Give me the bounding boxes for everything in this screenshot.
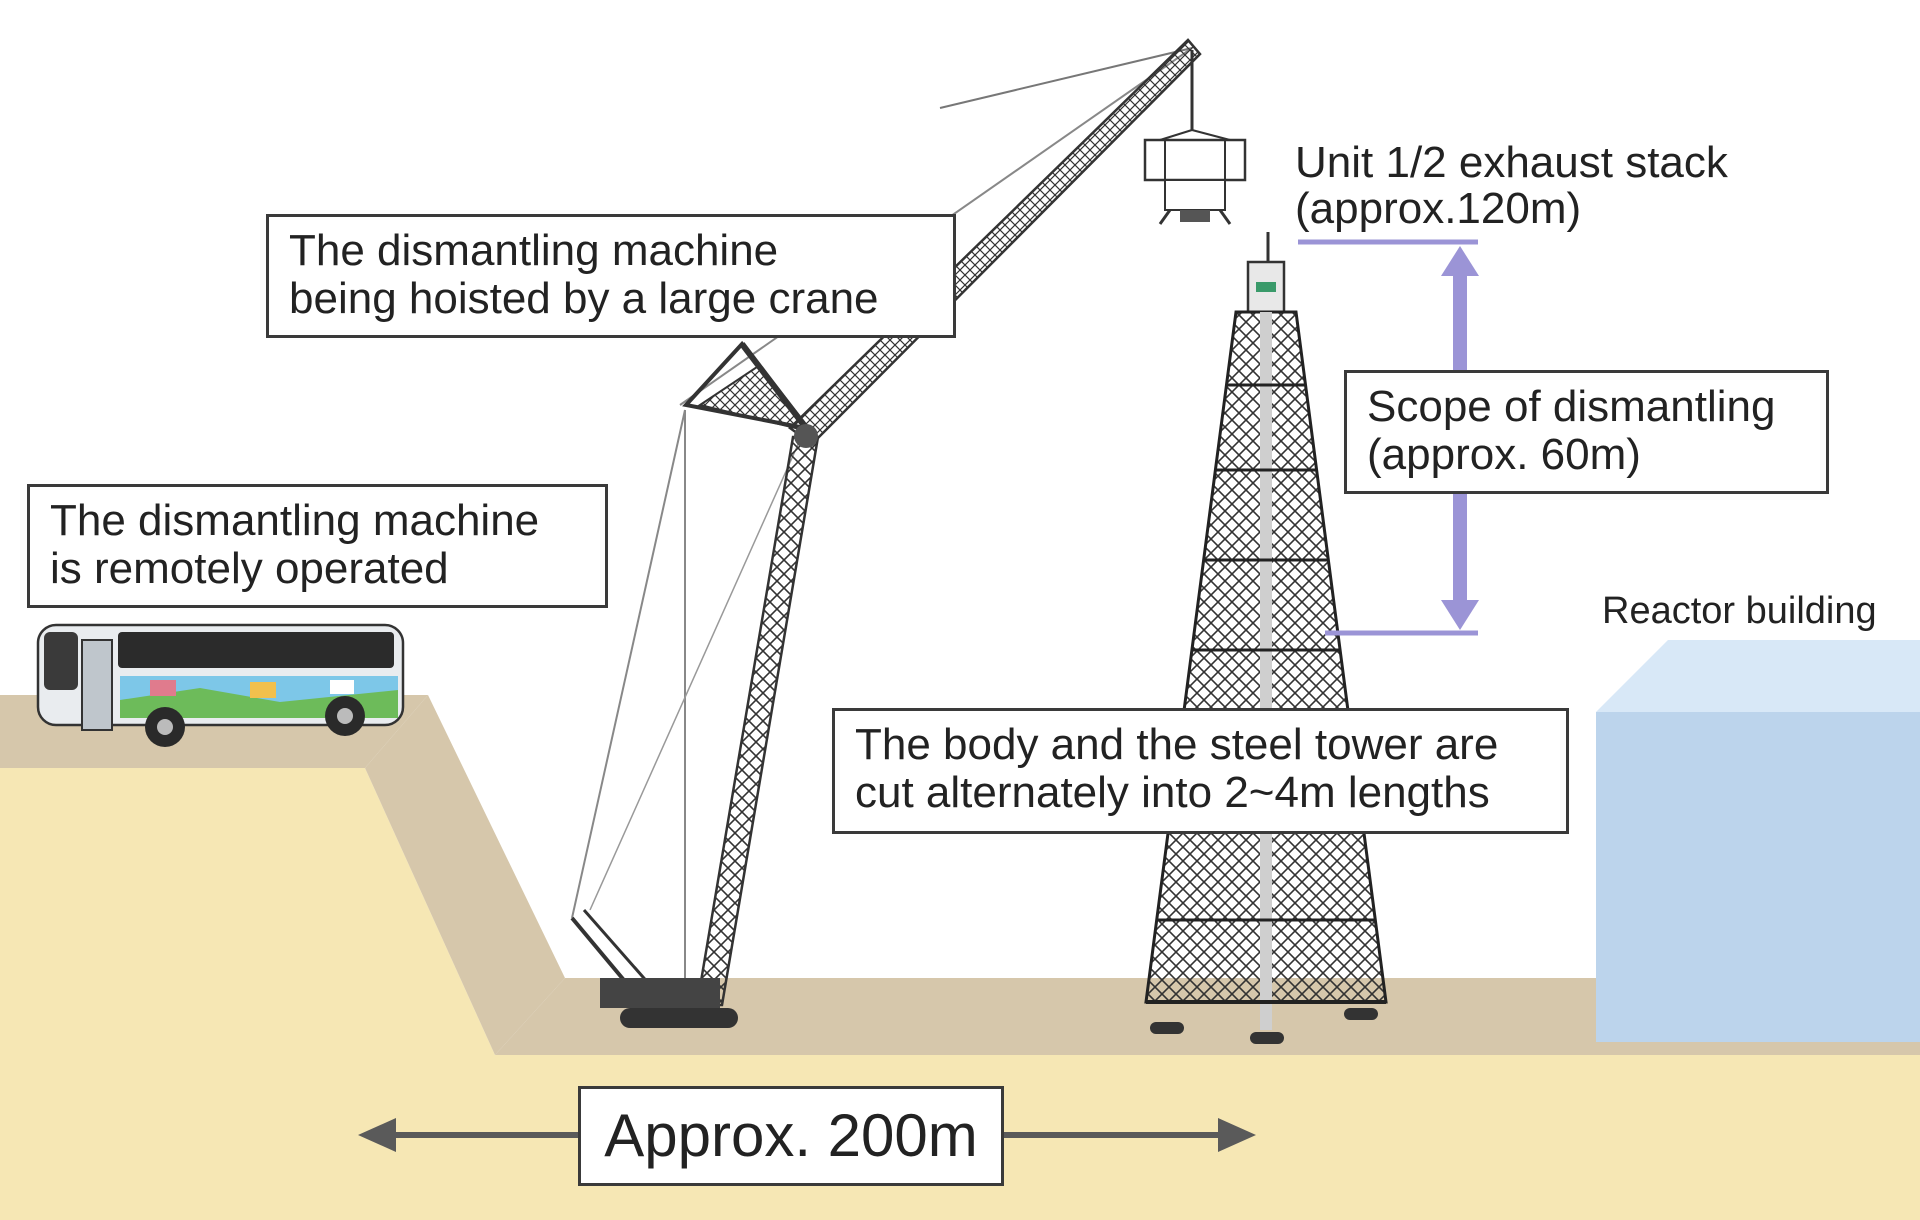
cutting-callout-line2: cut alternately into 2~4m lengths: [855, 768, 1490, 817]
stack-label: Unit 1/2 exhaust stack (approx.120m): [1295, 140, 1728, 232]
remote-operation-callout: The dismantling machine is remotely oper…: [27, 484, 608, 608]
distance-label: Approx. 200m: [578, 1086, 1004, 1186]
stack-label-line2: (approx.120m): [1295, 184, 1582, 233]
cutting-callout-line1: The body and the steel tower are: [855, 720, 1499, 769]
crane-callout: The dismantling machine being hoisted by…: [266, 214, 956, 338]
reactor-top: [1596, 640, 1920, 712]
upper-ground-body: [0, 768, 495, 1055]
reactor-front: [1596, 712, 1920, 1042]
remote-operation-bus-icon: [36, 623, 405, 747]
work-yard: [495, 978, 1920, 1055]
crawler-crane-icon: [570, 38, 1202, 1028]
crane-callout-line1: The dismantling machine: [289, 226, 779, 275]
crane-callout-line2: being hoisted by a large crane: [289, 274, 879, 323]
slope: [365, 695, 565, 1055]
remote-callout-line1: The dismantling machine: [50, 496, 540, 545]
terrain: [0, 695, 1920, 1220]
dismantling-machine-icon: [1143, 129, 1247, 225]
scope-callout: Scope of dismantling (approx. 60m): [1344, 370, 1829, 494]
cutting-callout: The body and the steel tower are cut alt…: [832, 708, 1569, 834]
remote-callout-line2: is remotely operated: [50, 544, 449, 593]
reactor-building-label: Reactor building: [1602, 590, 1877, 632]
scope-callout-line1: Scope of dismantling: [1367, 382, 1776, 431]
scope-callout-line2: (approx. 60m): [1367, 430, 1641, 479]
reactor-building: [1596, 640, 1920, 1042]
stack-label-line1: Unit 1/2 exhaust stack: [1295, 138, 1728, 187]
exhaust-stack-tower-icon: [1144, 232, 1388, 1044]
